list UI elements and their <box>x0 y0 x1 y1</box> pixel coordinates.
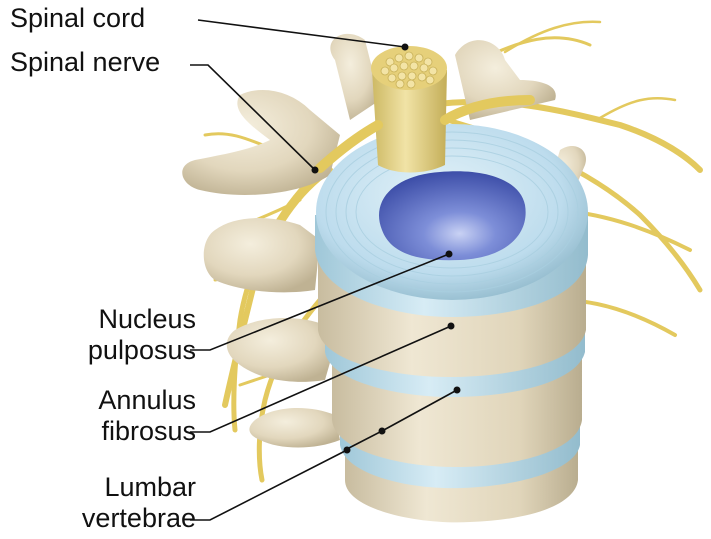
dot-spinal-nerve <box>312 167 319 174</box>
label-spinal-cord-text: Spinal cord <box>10 3 145 33</box>
dot-spinal-cord <box>402 44 409 51</box>
label-annulus-fibrosus: Annulus fibrosus <box>98 385 196 447</box>
dot-annulus-fibrosus <box>448 323 455 330</box>
nucleus-pulposus-shape <box>379 171 526 260</box>
label-spinal-nerve-text: Spinal nerve <box>10 47 160 77</box>
dot-lumbar-vertebrae-2 <box>379 428 386 435</box>
label-nucleus-pulposus: Nucleus pulposus <box>88 304 196 366</box>
label-lumbar-line1: Lumbar <box>82 472 196 503</box>
label-nucleus-line2: pulposus <box>88 335 196 366</box>
label-lumbar-line2: vertebrae <box>82 503 196 534</box>
leader-line-spinal-cord <box>198 20 405 47</box>
intervertebral-disc <box>315 124 588 317</box>
label-nucleus-line1: Nucleus <box>88 304 196 335</box>
dot-lumbar-vertebrae-3 <box>454 387 461 394</box>
label-spinal-cord: Spinal cord <box>10 3 145 34</box>
label-annulus-line2: fibrosus <box>98 416 196 447</box>
label-annulus-line1: Annulus <box>98 385 196 416</box>
label-spinal-nerve: Spinal nerve <box>10 47 160 78</box>
dot-lumbar-vertebrae-1 <box>344 447 351 454</box>
dot-nucleus-pulposus <box>446 251 453 258</box>
leader-line-lumbar-vertebrae <box>190 450 347 520</box>
spinal-cord <box>371 46 447 173</box>
label-lumbar-vertebrae: Lumbar vertebrae <box>82 472 196 534</box>
